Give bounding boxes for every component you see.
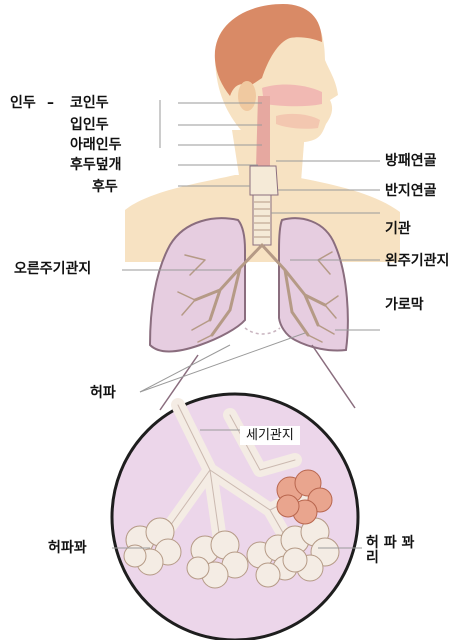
label-cricoid-cartilage: 반지연골 xyxy=(385,184,437,198)
pharynx-tube xyxy=(256,96,270,168)
label-bronchiole: 세기관지 xyxy=(240,426,300,445)
larynx-shape xyxy=(250,166,278,195)
label-dash: – xyxy=(47,96,54,110)
label-oropharynx: 입인두 xyxy=(70,118,109,132)
label-pharynx: 인두 xyxy=(10,96,36,110)
label-thyroid-cartilage: 방패연골 xyxy=(385,154,437,168)
label-alveolar-sac: 허파꽈 xyxy=(48,541,87,555)
label-diaphragm: 가로막 xyxy=(385,298,424,312)
label-trachea: 기관 xyxy=(385,222,411,236)
label-lung: 허파 xyxy=(90,386,116,400)
label-epiglottis: 후두덮개 xyxy=(70,158,122,172)
label-laryngopharynx: 아래인두 xyxy=(70,138,122,152)
ear xyxy=(238,81,256,111)
diaphragm-line xyxy=(245,328,280,334)
label-right-main-bronchus: 오른주기관지 xyxy=(14,262,91,276)
label-alveolus: 허 파 꽈 리 xyxy=(366,536,414,565)
label-larynx: 후두 xyxy=(92,180,118,194)
label-nasopharynx: 코인두 xyxy=(70,96,109,110)
label-left-main-bronchus: 왼주기관지 xyxy=(385,254,449,268)
